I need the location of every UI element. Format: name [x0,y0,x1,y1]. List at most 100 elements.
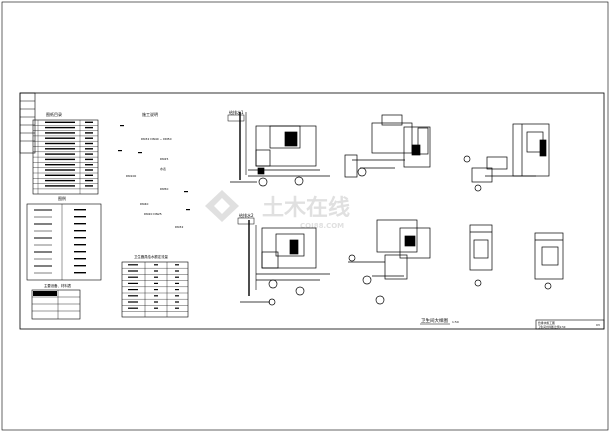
flow-cell-mark [128,295,138,297]
index-row-text-mark [45,142,75,145]
symbol-desc-mark [74,258,86,260]
note-line: 水表 [160,166,166,171]
notes-title: 施工说明 [142,111,158,117]
detail-title-text: 卫生间大样图 [421,317,448,324]
index-row-text-mark [45,179,75,182]
index-row-code-mark [85,185,93,187]
index-row-code-mark [85,153,93,155]
index-row-code-mark [85,174,93,176]
index-row-code-mark [85,137,93,139]
note-line: DN100 [126,174,136,178]
index-row-code-mark [85,142,93,145]
flow-cell-mark [154,264,158,266]
symbol-desc-mark [74,251,86,253]
watermark-logo-icon [205,190,239,222]
flow-cell-mark [154,270,158,272]
flow-cell-mark [175,282,179,284]
index-row-text-mark [45,153,75,155]
symbol-desc-mark [74,230,86,232]
note-line: DN40 [140,202,148,206]
title-block-line-2: 卫生间大样图 比例1:50 [538,325,566,329]
index-row-text-mark [45,132,75,134]
plan-lower-3 [469,224,493,287]
index-row-code-mark [85,148,93,150]
watermark: 土木在线 COI88.COM [205,190,350,230]
index-row-code-mark [85,158,93,161]
index-row-text-mark [45,158,75,161]
flow-cell-mark [154,307,158,309]
note-line: DN32 [175,225,183,229]
note-mark [120,125,124,127]
index-row-code-mark [85,126,93,129]
index-row-code-mark [85,132,93,134]
note-mark [138,152,142,154]
plan-lower-4 [534,232,564,290]
note-mark [118,150,122,152]
title-block: 给排水施工图 卫生间大样图 比例1:50 03 [535,319,605,330]
sheet-number: 03 [596,323,600,327]
flow-cell-mark [154,282,158,284]
left-title-strip [19,92,36,154]
index-title: 图纸目录 [46,111,62,117]
symbol-desc-mark [74,272,86,274]
drawing-index-table: 图纸目录 [32,111,99,195]
plan-upper-2 [344,114,431,178]
index-row-text-mark [45,137,75,139]
note-line: DN50 [160,187,168,191]
note-line: DN20 DN25 [144,212,162,216]
index-row-text-mark [45,121,75,123]
flow-cell-mark [175,276,179,278]
flow-cell-mark [154,301,158,303]
index-row-code-mark [85,164,93,166]
note-line: DN25 [160,157,168,161]
flow-cell-mark [175,264,179,266]
index-row-code-mark [85,169,93,171]
watermark-sub: COI88.COM [300,222,344,230]
index-row-text-mark [45,164,75,166]
flow-cell-mark [154,276,158,278]
flow-cell-mark [128,282,138,284]
index-row-code-mark [85,121,93,123]
index-row-text-mark [45,126,75,129]
plan-lower-2 [348,219,431,305]
symbol-desc-mark [74,244,86,246]
symbol-desc-mark [74,265,86,267]
flow-cell-mark [175,295,179,297]
flow-cell-mark [175,289,179,291]
note-mark [186,209,190,211]
symbol-desc-mark [74,216,86,218]
flow-cell-mark [154,289,158,291]
symbol-desc-mark [74,223,86,225]
index-row-text-mark [45,148,75,150]
equipment-table: 主要设备、材料表 [31,283,81,320]
flow-cell-mark [128,301,138,303]
flow-cell-mark [128,270,138,272]
flow-cell-mark [175,270,179,272]
index-row-text-mark [45,185,75,187]
plan-label-1: 给排水1 [229,109,244,115]
symbols-table: 图例 [26,195,102,281]
flow-cell-mark [128,307,138,309]
sheet-border [19,92,605,330]
symbol-desc-mark [74,237,86,239]
equipment-title: 主要设备、材料表 [44,283,72,288]
symbol-desc-mark [74,209,86,211]
flow-table-title: 卫生器具给水额定流量 [134,254,169,259]
watermark-text: 土木在线 [262,195,350,221]
title-block-line-1: 给排水施工图 [538,321,555,325]
note-mark [184,191,188,193]
flow-cell-mark [175,301,179,303]
flow-cell-mark [128,289,138,291]
plan-upper-1: 给排水1 [227,109,330,187]
flow-cell-mark [128,276,138,278]
construction-notes: 施工说明 DN32 DN40 ~ DN50DN25水表DN100DN50DN40… [118,111,190,229]
flow-cell-mark [128,264,138,266]
plan-lower-1: 给排水2 [237,212,330,306]
flow-cell-mark [154,295,158,297]
detail-title: 卫生间大样图 1:50 [420,317,459,325]
flow-cell-mark [175,307,179,309]
index-row-text-mark [45,174,75,176]
